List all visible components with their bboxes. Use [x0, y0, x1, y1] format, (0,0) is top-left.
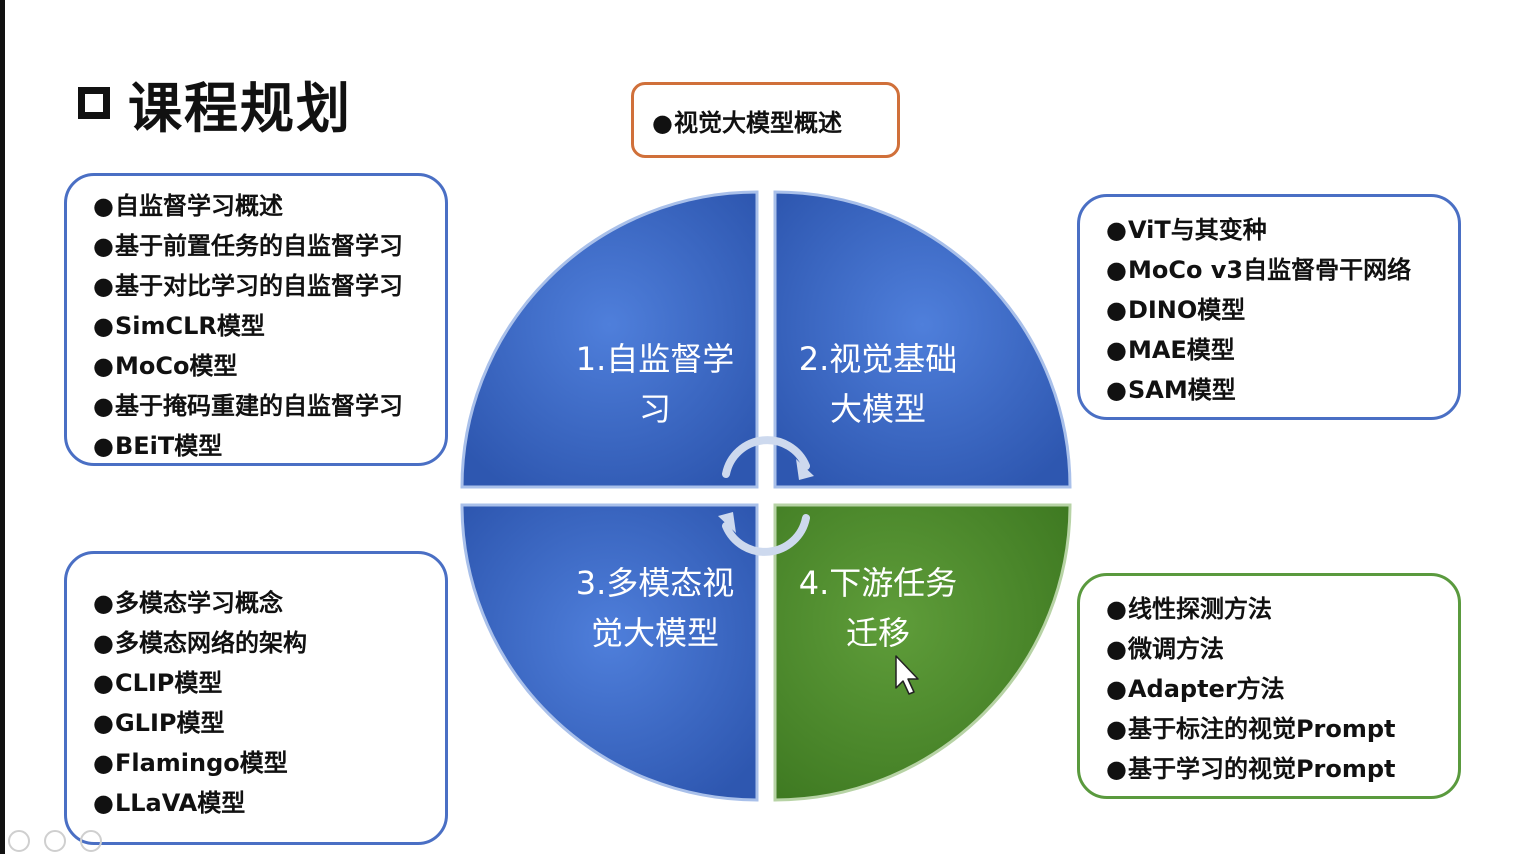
list-item: Adapter方法 [1106, 669, 1458, 709]
quadrant-label-2a: 2.视觉基础 [799, 340, 958, 378]
quadrant-label-4a: 4.下游任务 [799, 564, 958, 602]
cycle-arrows-icon [718, 436, 814, 556]
list-item: 多模态学习概念 [93, 583, 445, 623]
list-item: LLaVA模型 [93, 783, 445, 823]
list-item: MoCo模型 [93, 346, 445, 386]
list-item: 线性探测方法 [1106, 589, 1458, 629]
quadrant-self-supervised [460, 190, 759, 489]
list-item: 多模态网络的架构 [93, 623, 445, 663]
square-bullet-icon [78, 87, 110, 119]
menu-icon[interactable] [80, 830, 102, 852]
list-item: 自监督学习概述 [93, 186, 445, 226]
quadrant-label-4b: 迁移 [846, 614, 910, 652]
left-edge-bar [0, 0, 5, 854]
quadrant-label-3b: 觉大模型 [591, 614, 719, 652]
multimodal-list: 多模态学习概念 多模态网络的架构 CLIP模型 GLIP模型 Flamingo模… [93, 583, 445, 823]
list-item: 基于前置任务的自监督学习 [93, 226, 445, 266]
slide-controls [8, 830, 102, 852]
page-title: 课程规划 [78, 68, 352, 140]
mouse-cursor-icon [895, 655, 919, 695]
overview-list: 视觉大模型概述 [652, 85, 897, 161]
list-item: SAM模型 [1106, 370, 1458, 410]
quadrant-downstream-transfer [773, 503, 1072, 802]
quadrant-label-2b: 大模型 [830, 390, 926, 428]
list-item: 视觉大模型概述 [652, 85, 897, 161]
list-item: Flamingo模型 [93, 743, 445, 783]
next-icon[interactable] [44, 830, 66, 852]
overview-box: 视觉大模型概述 [631, 82, 900, 158]
quadrant-label-3a: 3.多模态视 [576, 564, 735, 602]
list-item: CLIP模型 [93, 663, 445, 703]
list-item: GLIP模型 [93, 703, 445, 743]
list-item: 基于掩码重建的自监督学习 [93, 386, 445, 426]
downstream-transfer-box: 线性探测方法 微调方法 Adapter方法 基于标注的视觉Prompt 基于学习… [1077, 573, 1461, 799]
quadrant-label-1a: 1.自监督学 [576, 340, 735, 378]
list-item: MAE模型 [1106, 330, 1458, 370]
page-title-text: 课程规划 [128, 76, 352, 140]
quadrant-label-1b: 习 [639, 390, 671, 428]
vision-foundation-box: ViT与其变种 MoCo v3自监督骨干网络 DINO模型 MAE模型 SAM模… [1077, 194, 1461, 420]
list-item: SimCLR模型 [93, 306, 445, 346]
list-item: MoCo v3自监督骨干网络 [1106, 250, 1458, 290]
list-item: 微调方法 [1106, 629, 1458, 669]
downstream-transfer-list: 线性探测方法 微调方法 Adapter方法 基于标注的视觉Prompt 基于学习… [1106, 589, 1458, 789]
previous-icon[interactable] [8, 830, 30, 852]
list-item: BEiT模型 [93, 426, 445, 466]
quadrant-vision-foundation [773, 190, 1072, 489]
multimodal-box: 多模态学习概念 多模态网络的架构 CLIP模型 GLIP模型 Flamingo模… [64, 551, 448, 845]
list-item: 基于标注的视觉Prompt [1106, 709, 1458, 749]
self-supervised-list: 自监督学习概述 基于前置任务的自监督学习 基于对比学习的自监督学习 SimCLR… [93, 186, 445, 466]
self-supervised-box: 自监督学习概述 基于前置任务的自监督学习 基于对比学习的自监督学习 SimCLR… [64, 173, 448, 466]
list-item: ViT与其变种 [1106, 210, 1458, 250]
list-item: 基于对比学习的自监督学习 [93, 266, 445, 306]
list-item: 基于学习的视觉Prompt [1106, 749, 1458, 789]
vision-foundation-list: ViT与其变种 MoCo v3自监督骨干网络 DINO模型 MAE模型 SAM模… [1106, 210, 1458, 410]
quadrant-multimodal [460, 503, 759, 802]
list-item: DINO模型 [1106, 290, 1458, 330]
